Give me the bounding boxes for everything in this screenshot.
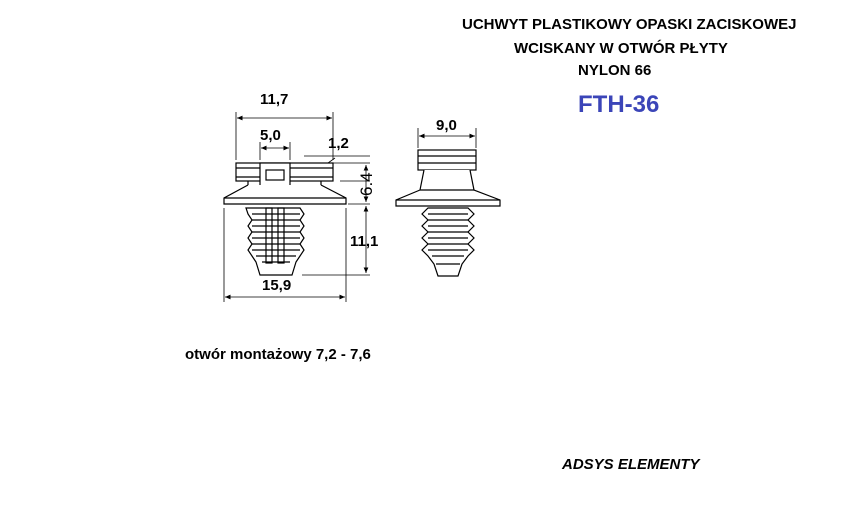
dim-top-width: 11,7 — [260, 91, 288, 108]
product-code: FTH-36 — [578, 91, 660, 118]
front-stem — [245, 207, 305, 276]
dim-flange-width: 15,9 — [262, 277, 291, 294]
dim-side-width: 9,0 — [436, 117, 457, 134]
title-line-1: UCHWYT PLASTIKOWY OPASKI ZACISKOWEJ — [462, 16, 797, 33]
dim-slot-width: 5,0 — [260, 127, 281, 144]
side-view — [395, 149, 501, 277]
mounting-hole-note: otwór montażowy 7,2 - 7,6 — [185, 346, 371, 363]
dim-head-thickness: 1,2 — [328, 135, 349, 152]
dim-stem-length: 11,1 — [350, 233, 378, 250]
dim-head-height: 6.4 — [357, 172, 376, 196]
brand-name: ADSYS ELEMENTY — [562, 456, 700, 473]
title-line-3: NYLON 66 — [578, 62, 652, 79]
front-view — [223, 162, 347, 276]
title-line-2: WCISKANY W OTWÓR PŁYTY — [514, 40, 728, 57]
